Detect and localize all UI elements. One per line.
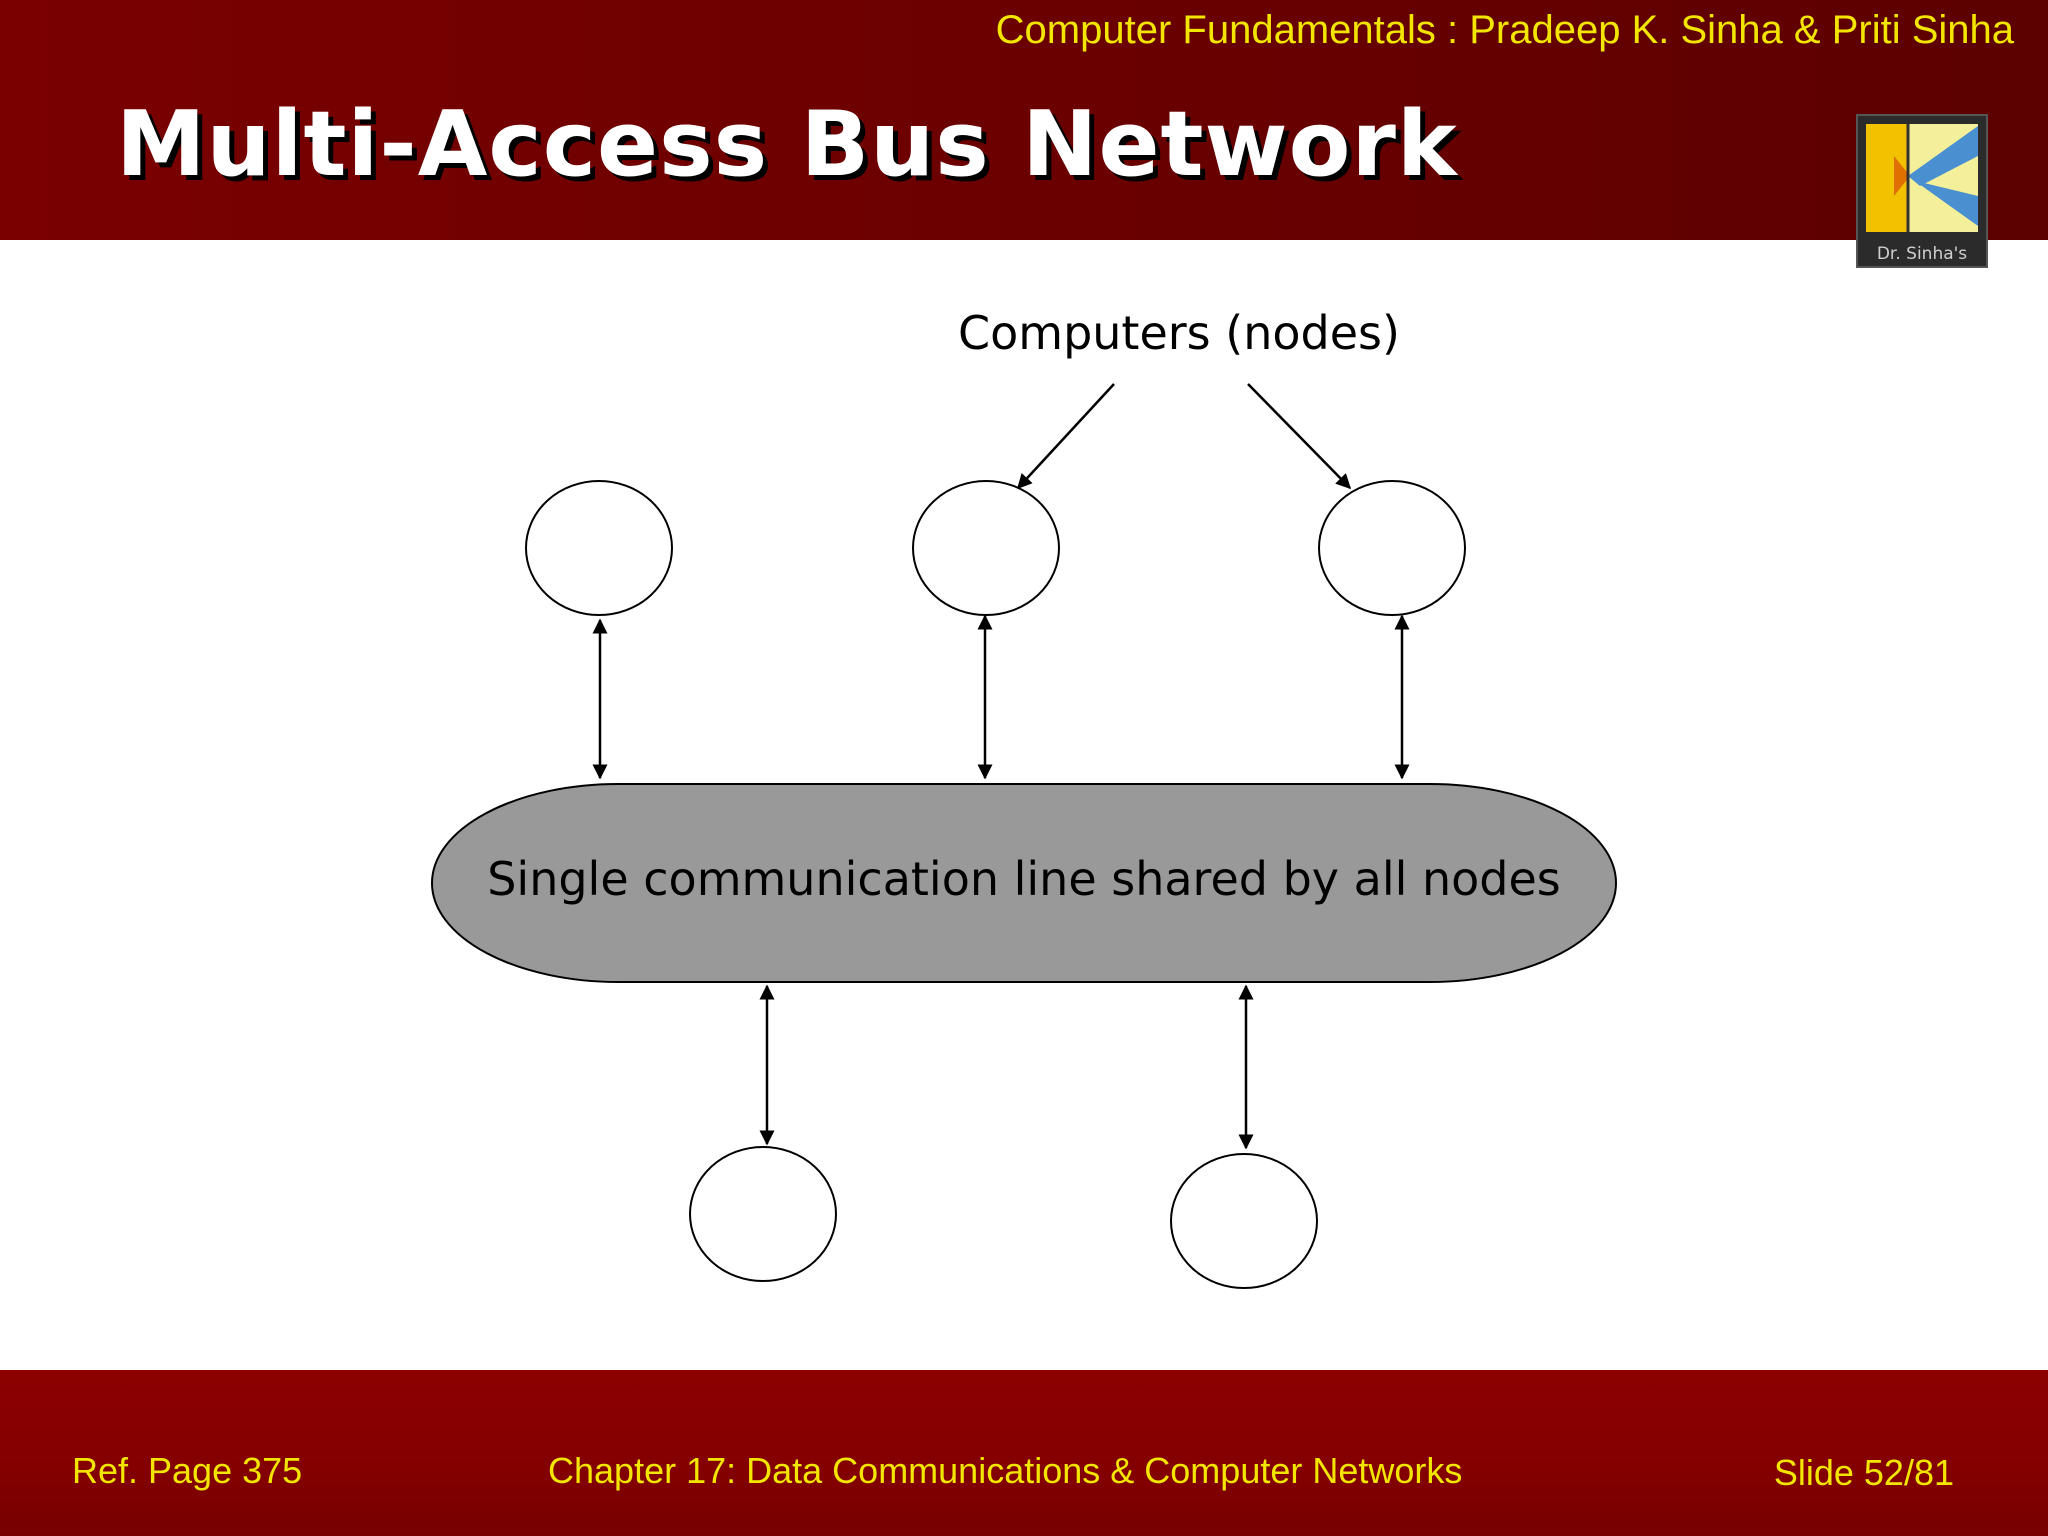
logo-emblem-icon [1866,124,1978,232]
logo-text: Dr. Sinha's [1876,244,1968,264]
label-pointer-arrow-left [1016,383,1115,490]
computers-label: Computers (nodes) [958,306,1400,360]
slide-header: Computer Fundamentals : Pradeep K. Sinha… [0,0,2048,240]
node-bottom-2 [1170,1153,1318,1289]
node-top-1 [525,480,673,616]
slide-number: Slide 52/81 [1773,1452,1954,1493]
reference-page: Ref. Page 375 [72,1450,303,1491]
label-pointer-arrow-right [1247,383,1352,490]
dr-sinha-logo: Dr. Sinha's [1856,114,1988,268]
author-credit: Computer Fundamentals : Pradeep K. Sinha… [995,8,2014,52]
slide-title: Multi-Access Bus Network [116,92,1458,197]
node-top-2 [912,480,1060,616]
node-bottom-1 [689,1146,837,1282]
shared-bus-line [431,783,1617,983]
slide-footer: Ref. Page 375 Chapter 17: Data Communica… [0,1370,2048,1536]
chapter-title: Chapter 17: Data Communications & Comput… [548,1450,1463,1491]
node-top-3 [1318,480,1466,616]
bus-label: Single communication line shared by all … [487,852,1561,906]
